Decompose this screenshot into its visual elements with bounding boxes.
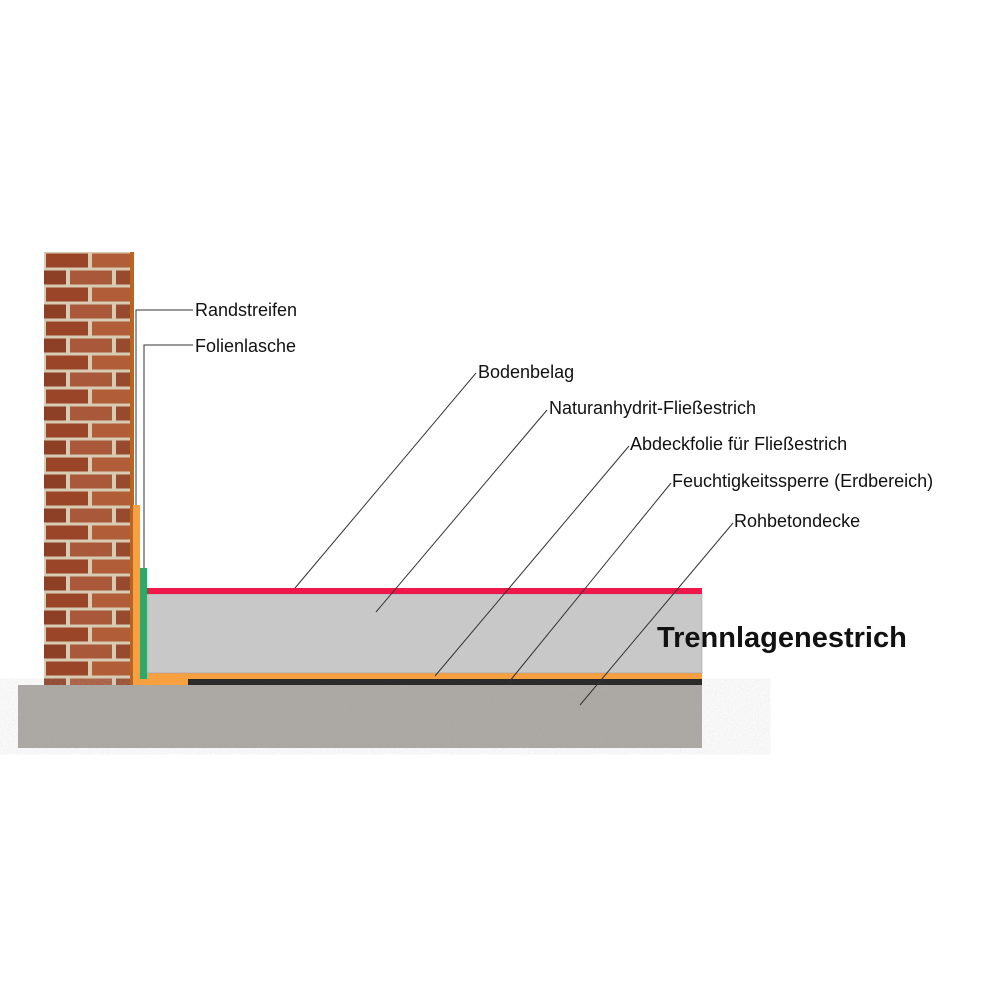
brick [70,440,112,455]
brick [44,678,66,685]
leader-folienlasche [143,344,193,568]
brick [46,389,88,404]
leader-lines [135,309,734,706]
leader-feuchtigkeitssperre [508,482,672,683]
leader-randstreifen [135,309,193,505]
brick [92,389,130,404]
label-feuchtigkeitssperre: Feuchtigkeitssperre (Erdbereich) [672,471,934,491]
brick [44,508,66,523]
brick [70,372,112,387]
brick [70,304,112,319]
brick [116,610,130,625]
brick [92,525,130,540]
label-abdeckfolie: Abdeckfolie für Fließestrich [630,434,848,454]
leader-rohbetondecke [579,522,734,706]
brick [116,270,130,285]
feuchtigkeitssperre-layer [188,679,702,685]
brick [70,610,112,625]
brick [46,559,88,574]
leader-abdeckfolie [434,445,630,677]
brick [44,576,66,591]
label-estrich: Naturanhydrit-Fließestrich [549,398,757,418]
concrete-texture [18,685,702,748]
randstreifen [133,505,140,685]
brick [116,508,130,523]
brick [46,253,88,268]
brick [70,678,112,685]
brick [46,661,88,676]
brick [116,372,130,387]
brick [46,525,88,540]
brick [116,304,130,319]
brick [46,423,88,438]
brick [92,321,130,336]
brick [46,321,88,336]
brick [70,270,112,285]
brick [70,406,112,421]
randstreifen-foot [133,678,188,685]
brick [92,423,130,438]
brick [44,304,66,319]
leader-bodenbelag [294,372,477,589]
brick [46,593,88,608]
brick [44,338,66,353]
brick [44,372,66,387]
brick [70,542,112,557]
estrich-layer [146,593,703,674]
brick [46,627,88,642]
brick [92,559,130,574]
leader-estrich [375,409,548,613]
label-bodenbelag: Bodenbelag [478,362,575,382]
label-folienlasche: Folienlasche [195,336,297,356]
brick [92,661,130,676]
brick [92,355,130,370]
brick [92,287,130,302]
brick [46,287,88,302]
brick [92,593,130,608]
brick [92,457,130,472]
brick [46,355,88,370]
brick [92,491,130,506]
brick [116,678,130,685]
brick [92,253,130,268]
brick [70,644,112,659]
label-randstreifen: Randstreifen [195,300,298,320]
brick [44,542,66,557]
brick [46,457,88,472]
brick [70,474,112,489]
brick [44,406,66,421]
bodenbelag-layer [147,588,702,594]
brick [44,270,66,285]
label-rohbetondecke: Rohbetondecke [734,511,861,531]
abdeckfolie-layer [140,673,702,679]
brick [116,440,130,455]
brick [70,338,112,353]
brick [116,406,130,421]
brick [116,542,130,557]
brick [116,576,130,591]
randstreifen-dark [130,252,134,685]
brick [116,338,130,353]
brick [70,508,112,523]
brick [70,576,112,591]
brick [92,627,130,642]
brick [44,474,66,489]
folienlasche [140,568,147,679]
brick-wall [44,252,130,685]
brick [44,610,66,625]
brick [44,440,66,455]
diagram-title: Trennlagenestrich [657,622,907,654]
brick [44,644,66,659]
brick [116,644,130,659]
brick [116,474,130,489]
brick [46,491,88,506]
